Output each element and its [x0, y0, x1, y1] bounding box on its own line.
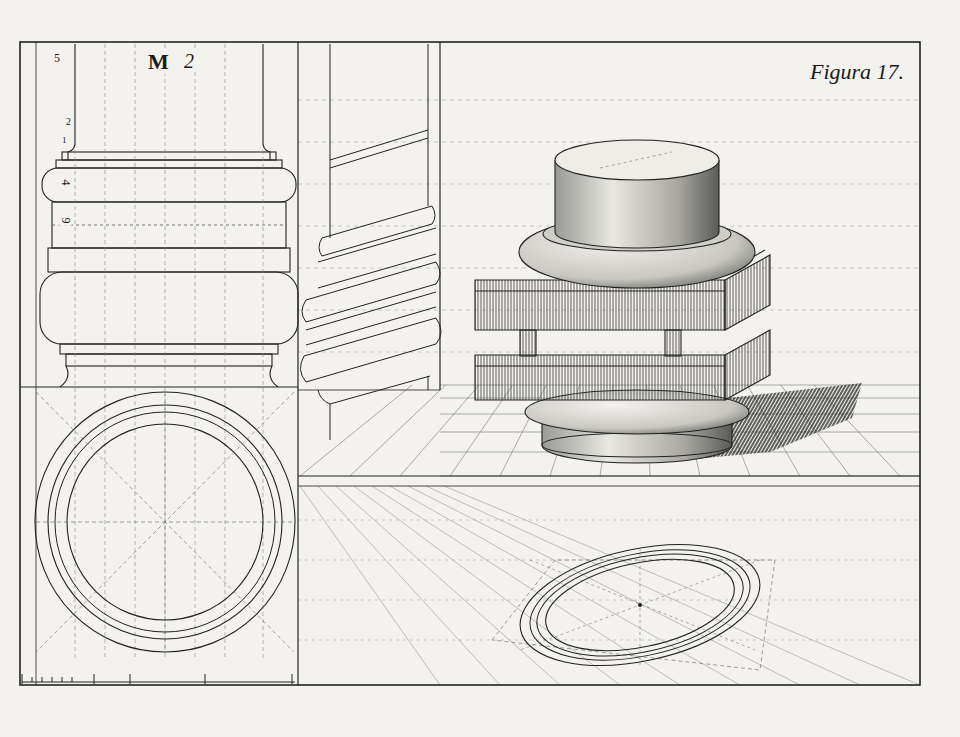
module-number: 2: [64, 116, 73, 127]
plate-mark: 2: [182, 50, 196, 72]
construction-grid: [298, 100, 920, 685]
base-perspective: [475, 140, 770, 463]
module-number: 9: [58, 216, 71, 226]
module-number: 4: [58, 178, 71, 188]
frame: [20, 42, 920, 685]
module-number: 1: [60, 136, 69, 146]
scale-bar: [22, 674, 295, 684]
module-number: 5: [52, 52, 62, 65]
base-plan: [35, 392, 295, 652]
base-elevation: [40, 44, 298, 387]
projection-lines: [75, 44, 263, 660]
figure-title: Figura 17.: [808, 60, 906, 84]
plate-mark: M: [146, 50, 171, 74]
side-elevation: [300, 44, 441, 440]
perspective-plan: [492, 525, 775, 685]
